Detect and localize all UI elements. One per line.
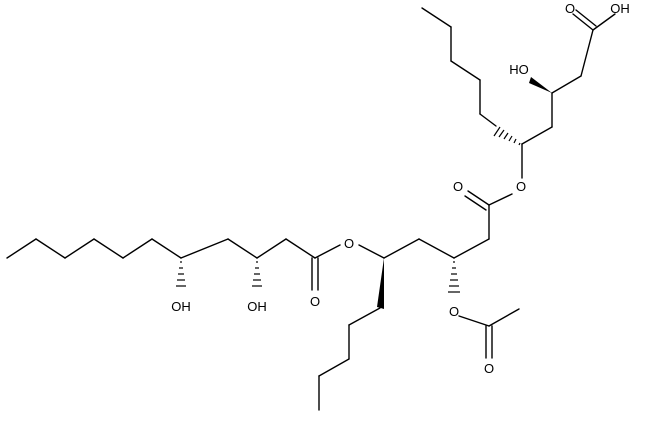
atom-labels: OH O HO O O O O OH OH O O bbox=[171, 1, 630, 376]
bond bbox=[421, 7, 452, 28]
bond bbox=[580, 29, 594, 77]
bond bbox=[488, 308, 520, 327]
bond bbox=[453, 238, 490, 259]
ester-oxygen-label: O bbox=[516, 179, 526, 194]
bond bbox=[592, 13, 616, 31]
bond bbox=[6, 238, 37, 259]
bond bbox=[35, 238, 66, 259]
hydroxyl-label: OH bbox=[171, 299, 191, 314]
bond bbox=[458, 315, 490, 327]
acid-hydroxyl-label: OH bbox=[610, 1, 630, 16]
solid-wedge-bond bbox=[529, 77, 552, 93]
left-fragment-bonds bbox=[6, 238, 341, 291]
ester-oxygen-label: O bbox=[344, 236, 354, 251]
bond bbox=[572, 13, 594, 31]
bond bbox=[450, 60, 481, 81]
hashed-wedge-bond bbox=[493, 126, 521, 146]
left-stereo-bonds bbox=[176, 261, 262, 287]
bond bbox=[464, 195, 487, 211]
hashed-wedge-bond bbox=[176, 261, 186, 287]
hashed-wedge-bond bbox=[448, 261, 460, 293]
middle-fragment-bonds bbox=[318, 190, 520, 411]
bond bbox=[180, 238, 229, 259]
hydroxyl-label: OH bbox=[247, 299, 267, 314]
bond bbox=[467, 190, 490, 206]
hashed-wedge-bond bbox=[252, 261, 262, 287]
bond bbox=[551, 75, 582, 94]
bond bbox=[418, 238, 455, 259]
acetyl-carbonyl-label: O bbox=[484, 361, 494, 376]
bond bbox=[314, 244, 341, 259]
bond bbox=[488, 193, 513, 206]
bond bbox=[383, 238, 420, 259]
ester-carbonyl-label: O bbox=[310, 294, 320, 309]
ester-carbonyl-label: O bbox=[453, 179, 463, 194]
top-fragment-bonds bbox=[421, 7, 616, 179]
top-stereo-bonds bbox=[493, 77, 552, 146]
bond bbox=[285, 238, 316, 259]
bond bbox=[93, 238, 124, 259]
bond bbox=[64, 238, 95, 259]
bond bbox=[358, 244, 385, 259]
middle-stereo-bonds bbox=[377, 258, 460, 309]
solid-wedge-bond bbox=[377, 258, 384, 309]
bond bbox=[521, 126, 553, 145]
bond bbox=[479, 113, 497, 127]
bond bbox=[318, 358, 350, 377]
bond bbox=[348, 307, 381, 326]
acetoxy-oxygen-label: O bbox=[449, 304, 459, 319]
acid-carbonyl-label: O bbox=[565, 1, 575, 16]
bond bbox=[122, 238, 153, 259]
bond bbox=[227, 238, 258, 259]
bond bbox=[256, 238, 287, 259]
bond bbox=[575, 9, 597, 27]
hydroxyl-label-top: HO bbox=[509, 62, 529, 77]
bond bbox=[151, 238, 182, 259]
